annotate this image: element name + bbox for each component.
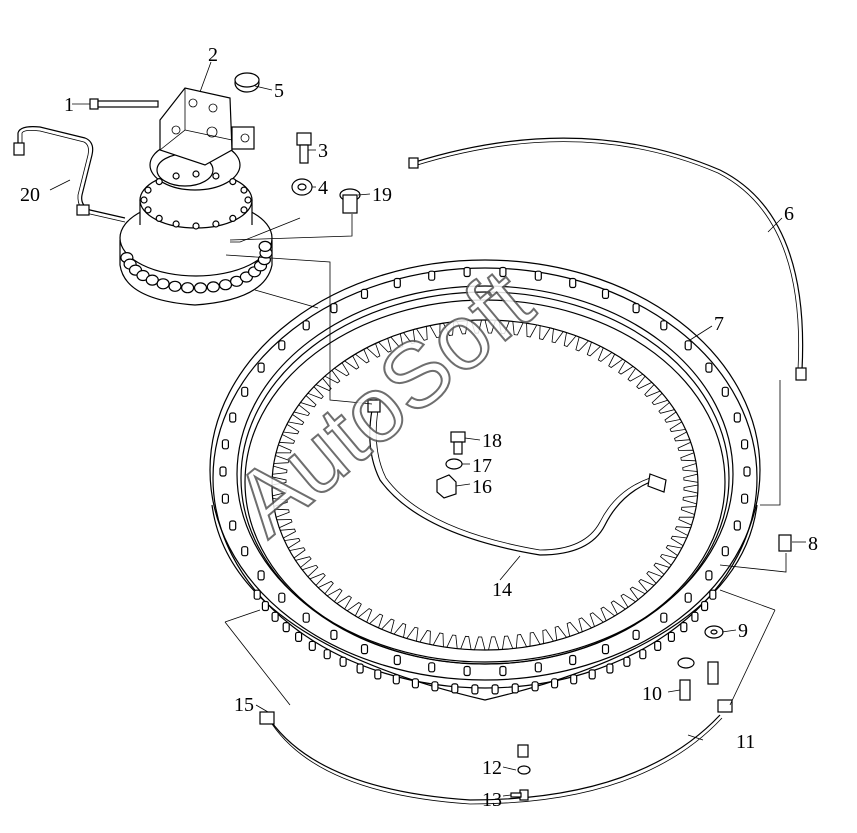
hose-14 [367, 399, 667, 556]
bolt-18 [450, 431, 466, 455]
pin-19 [339, 188, 361, 214]
washer-4 [291, 178, 313, 196]
callout-11: 11 [736, 731, 755, 753]
bolts-10 [677, 657, 719, 701]
callout-15: 15 [234, 694, 254, 716]
callout-10: 10 [642, 683, 662, 705]
callout-14: 14 [492, 579, 512, 601]
washer-9 [704, 625, 724, 639]
callout-12: 12 [482, 757, 502, 779]
plug-5 [234, 72, 260, 93]
callout-19: 19 [372, 184, 392, 206]
watermark-text: AutoSoft [215, 250, 551, 555]
internal-gear-teeth [271, 319, 699, 651]
swing-motor [119, 87, 273, 306]
motor-flange-bolts [120, 240, 273, 294]
callout-1: 1 [64, 94, 74, 116]
block-16 [436, 474, 457, 499]
bolt-1 [89, 98, 159, 110]
leader-lines [49, 61, 806, 797]
fitting-12 [517, 744, 531, 775]
callout-5: 5 [274, 80, 284, 102]
callout-4: 4 [318, 177, 328, 199]
motor-upper-bolts [140, 170, 252, 230]
callout-2: 2 [208, 44, 218, 66]
callout-8: 8 [808, 533, 818, 555]
callout-7: 7 [714, 313, 724, 335]
washer-17 [445, 458, 463, 470]
callout-labels: 1 2 3 4 5 6 7 8 9 10 11 12 13 14 15 16 1… [20, 44, 818, 811]
bolt-3 [296, 132, 312, 164]
hose-11 [259, 699, 733, 805]
hose-20 [13, 126, 126, 223]
swing-bearing-ring [209, 259, 761, 701]
outer-bolt-ring [219, 266, 751, 677]
callout-3: 3 [318, 140, 328, 162]
bottom-bolt-row [253, 589, 717, 695]
pipe-6 [408, 137, 807, 381]
callout-18: 18 [482, 430, 502, 452]
callout-13: 13 [482, 789, 502, 811]
callout-6: 6 [784, 203, 794, 225]
callout-16: 16 [472, 476, 492, 498]
callout-20: 20 [20, 184, 40, 206]
pin-8 [778, 534, 792, 552]
callout-17: 17 [472, 455, 492, 477]
callout-9: 9 [738, 620, 748, 642]
